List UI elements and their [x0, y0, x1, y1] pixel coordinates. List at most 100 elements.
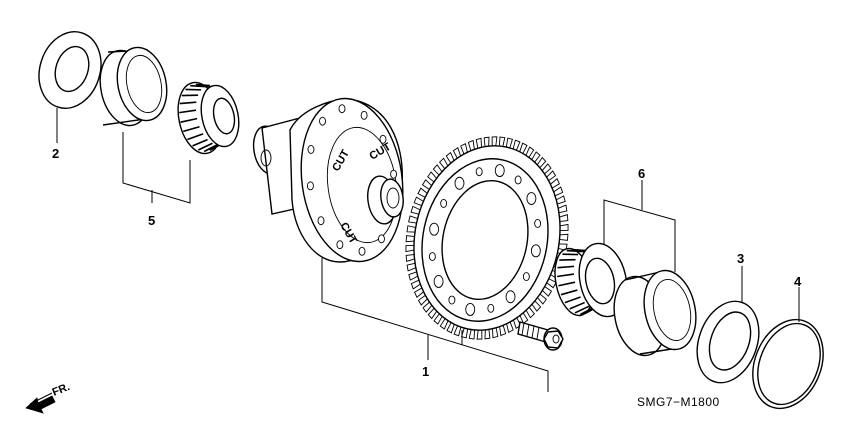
gear-tooth — [427, 171, 437, 183]
gear-tooth — [546, 278, 557, 289]
gear-tooth — [546, 170, 557, 182]
gear-tooth — [531, 300, 542, 312]
tapered-bearing-part-6[interactable] — [549, 239, 633, 321]
gear-tooth — [452, 147, 462, 159]
gear-hole — [494, 164, 505, 178]
bearing-roller — [179, 101, 197, 105]
gear-hole — [448, 295, 456, 305]
gear-tooth — [475, 137, 482, 149]
gear-tooth — [438, 157, 449, 170]
gear-tooth — [512, 139, 521, 151]
gear-tooth — [556, 195, 566, 205]
seal-part-4[interactable] — [740, 309, 836, 419]
ring-gear-part-1[interactable] — [397, 132, 577, 344]
gear-tooth — [491, 136, 498, 146]
callout-1: 1 — [422, 364, 429, 379]
gear-tooth — [498, 136, 506, 147]
differential-case[interactable]: CUT CUT CUT — [250, 92, 413, 268]
gear-hole — [465, 302, 476, 316]
gear-hole — [530, 244, 541, 258]
gear-tooth — [410, 205, 421, 215]
gear-tooth — [422, 301, 433, 313]
case-bolt-hole — [338, 104, 346, 114]
case-bolt-hole — [378, 234, 385, 244]
diagram-code: SMG7−M1800 — [637, 395, 720, 409]
gear-tooth — [559, 233, 569, 241]
gear-tooth — [406, 262, 416, 272]
gear-tooth — [519, 142, 528, 154]
gear-hole — [428, 252, 436, 262]
case-bolt-hole — [360, 110, 368, 120]
gear-hole — [534, 218, 542, 228]
bearing-roller — [180, 117, 198, 123]
case-bolt-hole — [307, 144, 315, 154]
gear-tooth — [413, 196, 424, 206]
gear-tooth — [439, 318, 449, 330]
bearing-roller — [574, 305, 590, 314]
shim-part-3[interactable] — [686, 293, 769, 392]
bearing-roller — [560, 289, 578, 296]
case-bolt-hole — [317, 216, 325, 226]
bearing-roller — [571, 248, 586, 252]
gear-tooth — [492, 327, 499, 339]
gear-hole — [505, 290, 516, 304]
bearing-roller — [564, 296, 581, 304]
gear-tooth — [525, 146, 535, 158]
gear-tooth — [405, 254, 415, 262]
gear-tooth — [559, 223, 569, 231]
gear-tooth — [542, 286, 553, 297]
gear-tooth — [519, 312, 529, 325]
front-label: FR. — [51, 381, 72, 399]
bearing-roller — [203, 143, 218, 153]
gear-hole — [522, 272, 530, 282]
case-bolt-hole — [379, 134, 387, 144]
gear-tooth — [476, 330, 483, 340]
gear-tooth — [453, 325, 462, 337]
gear-tooth — [421, 179, 432, 190]
case-bolt-hole — [319, 116, 326, 126]
gear-tooth — [484, 329, 491, 340]
gear-tooth — [537, 293, 547, 305]
gear-tooth — [525, 306, 536, 319]
ring-gear-bolt[interactable] — [517, 321, 564, 351]
gear-tooth — [433, 313, 443, 325]
bearing-roller — [179, 109, 197, 114]
gear-tooth — [417, 294, 428, 306]
gear-tooth — [558, 204, 568, 214]
callout-3: 3 — [737, 251, 744, 266]
gear-hole — [487, 303, 495, 313]
tapered-bearing-part-5[interactable] — [172, 78, 244, 157]
gear-tooth — [405, 245, 415, 253]
gear-tooth — [460, 327, 469, 339]
callout-5: 5 — [148, 213, 155, 228]
gear-tooth — [408, 271, 418, 281]
gear-tooth — [413, 287, 424, 298]
washer-part-2[interactable] — [29, 24, 110, 117]
bearing-roller — [579, 306, 594, 316]
gear-hole — [440, 198, 448, 208]
gear-hole — [429, 222, 440, 236]
front-direction-indicator: FR. — [25, 381, 72, 414]
bearing-roller — [192, 138, 208, 147]
bearing-roller — [557, 265, 575, 269]
bearing-roller — [558, 281, 576, 287]
bearing-roller — [183, 125, 200, 133]
bearing-roller — [187, 133, 204, 141]
gear-tooth — [427, 308, 438, 320]
gear-hole — [454, 176, 465, 190]
gear-tooth — [408, 215, 418, 224]
gear-tooth — [541, 163, 552, 175]
gear-tooth — [405, 235, 415, 243]
gear-tooth — [536, 156, 547, 168]
bearing-roller — [569, 301, 585, 310]
gear-tooth — [410, 279, 421, 290]
callout-6: 6 — [638, 166, 645, 181]
callout-2: 2 — [52, 146, 59, 161]
bearing-race-part-5[interactable] — [94, 43, 174, 130]
front-arrow-icon — [25, 392, 56, 414]
gear-tooth — [506, 321, 514, 333]
gear-tooth — [505, 137, 514, 149]
callout-4: 4 — [794, 274, 802, 289]
bearing-race-part-6[interactable] — [607, 266, 703, 361]
gear-tooth — [460, 143, 468, 155]
